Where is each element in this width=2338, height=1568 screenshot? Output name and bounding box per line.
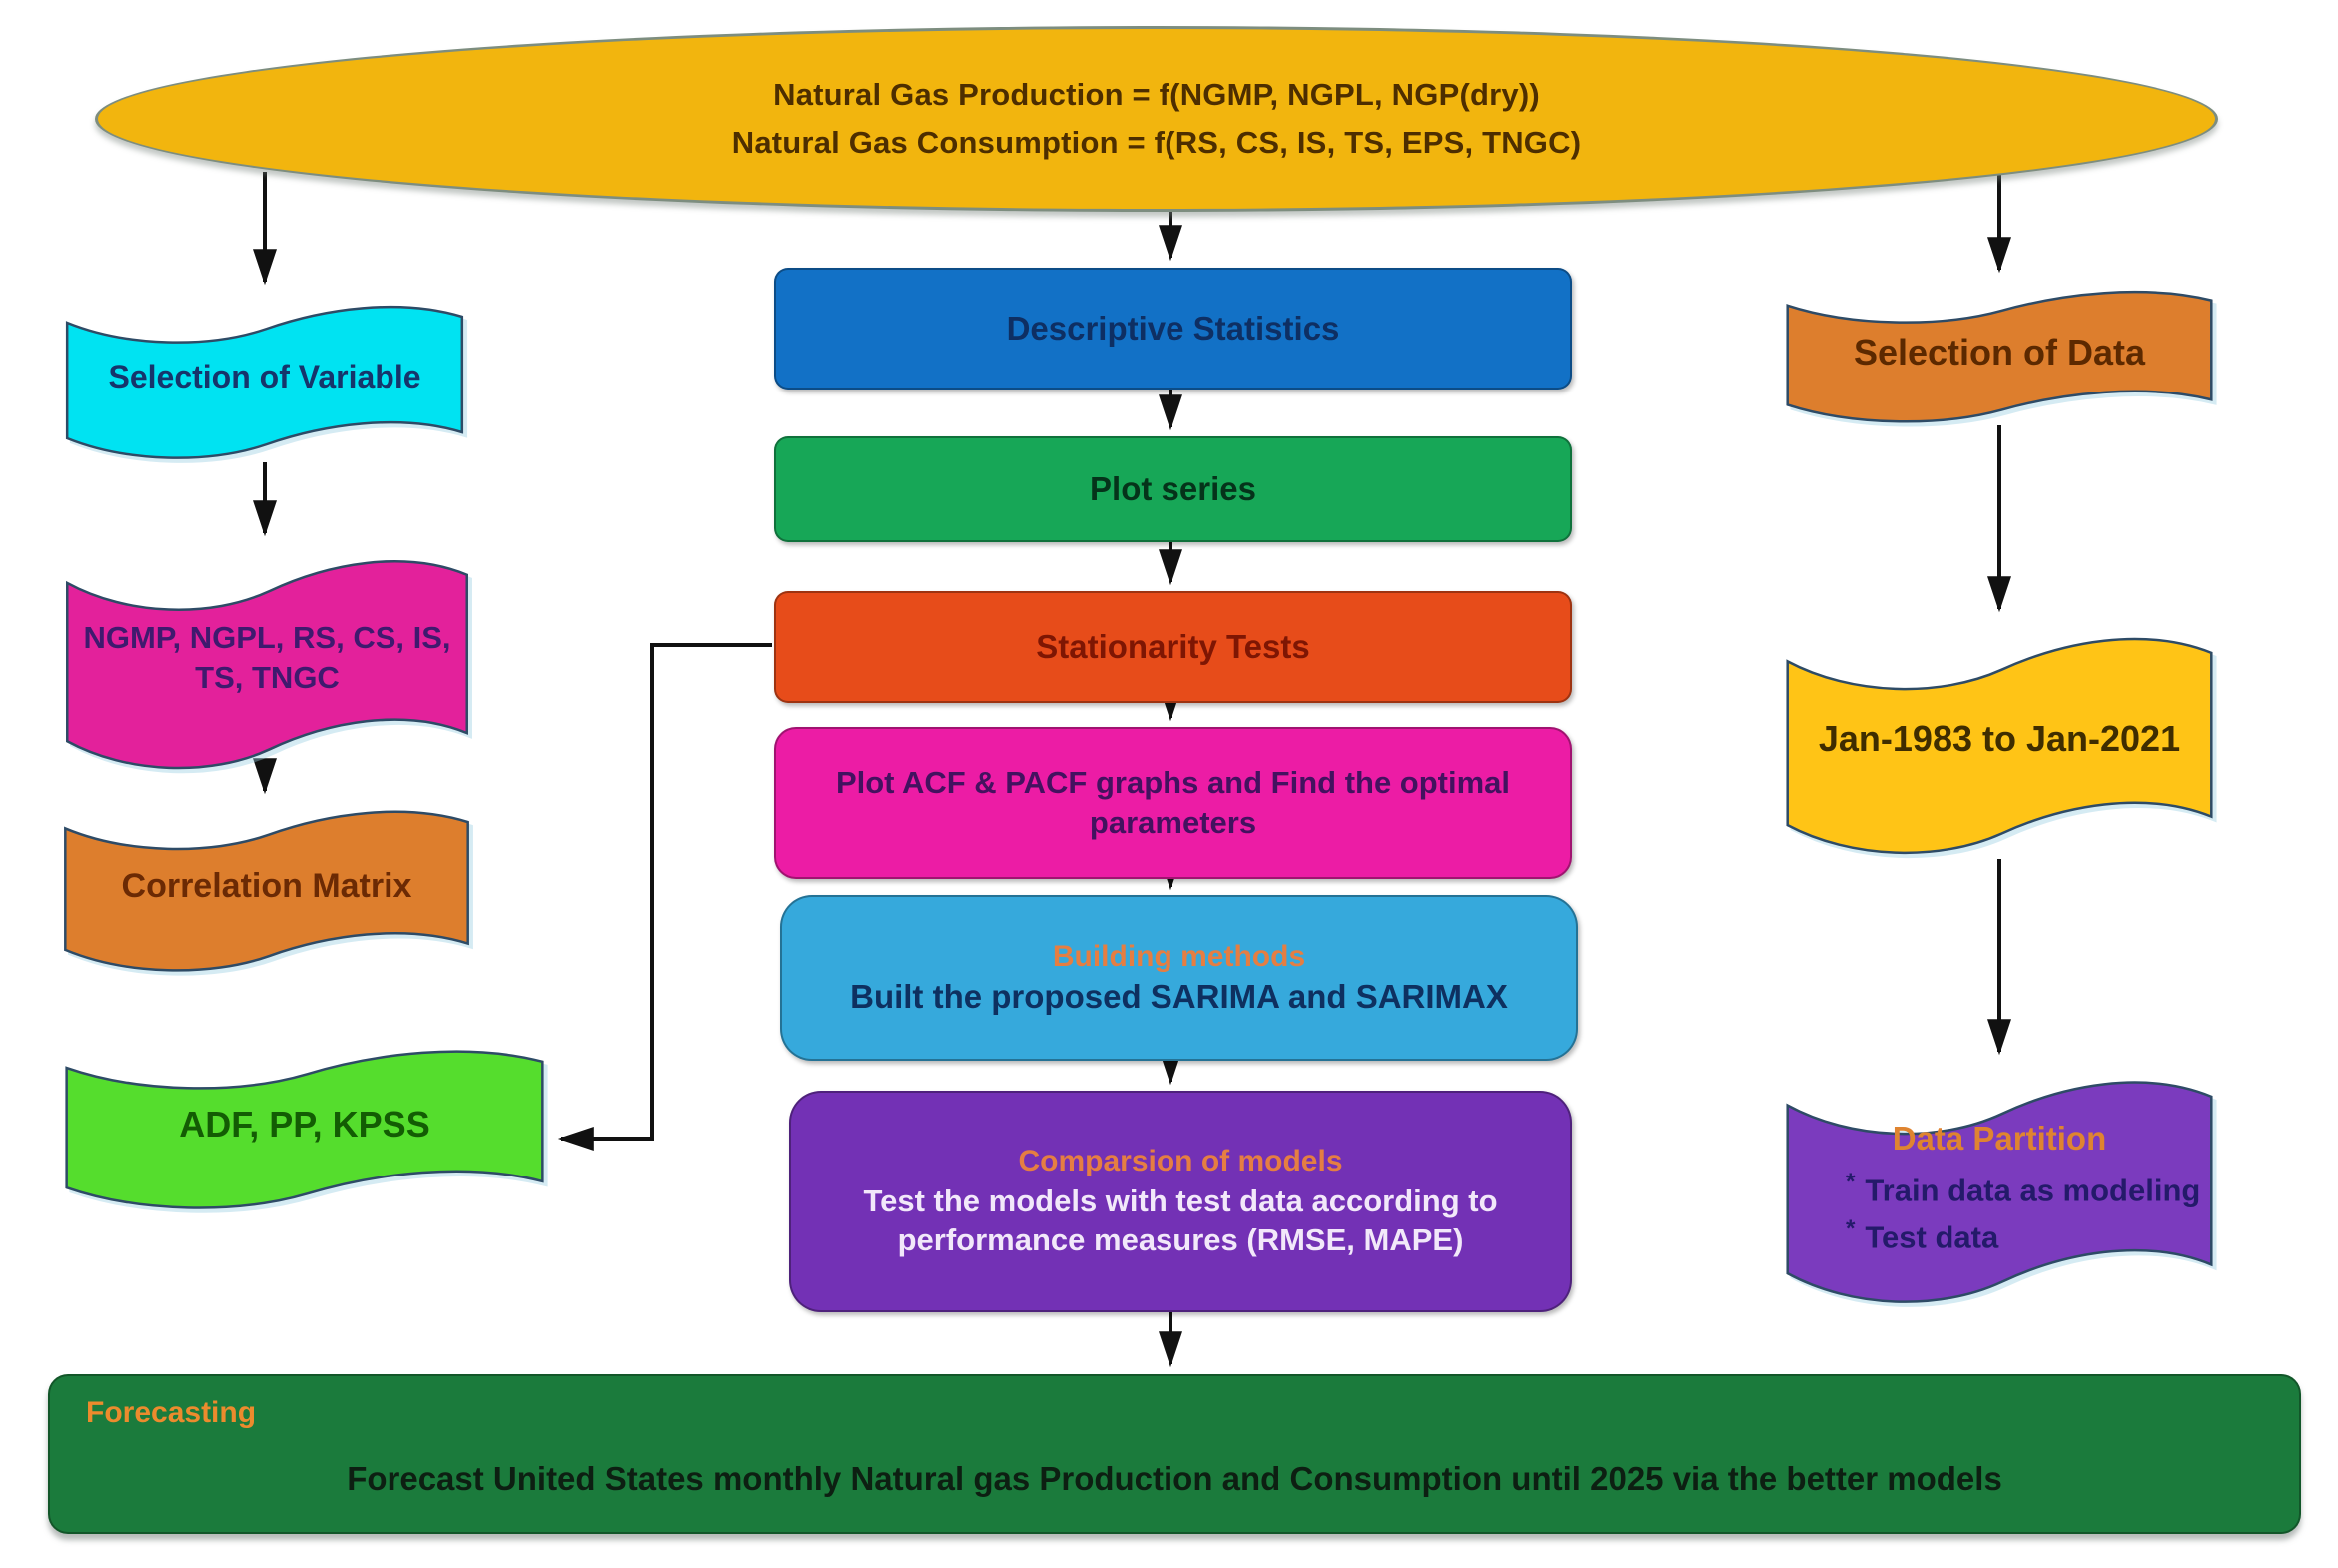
ellipse-line-consumption: Natural Gas Consumption = f(RS, CS, IS, … xyxy=(731,125,1582,160)
wave-shape xyxy=(1788,292,2212,421)
flag-label: Selection of Variable xyxy=(60,293,469,462)
train-data-text: Train data as modeling xyxy=(1865,1173,2201,1208)
wave-shape xyxy=(67,307,462,457)
wave-shape xyxy=(67,1052,543,1208)
flag-label: Selection of Data xyxy=(1780,280,2219,425)
flag-label: ADF, PP, KPSS xyxy=(58,1037,551,1212)
title-ellipse: Natural Gas Production = f(NGMP, NGPL, N… xyxy=(95,26,2218,212)
building-methods-heading: Building methods xyxy=(1052,939,1306,973)
box-plot-series: Plot series xyxy=(774,436,1572,542)
wave-shape xyxy=(1788,1083,2212,1302)
connector-stationarity-to-adf xyxy=(557,643,772,1151)
wave-shape xyxy=(65,812,467,971)
acf-line1: Plot ACF & PACF graphs and Find the opti… xyxy=(835,765,1511,801)
acf-line2: parameters xyxy=(1089,805,1257,840)
flag-label: NGMP, NGPL, RS, CS, IS, TS, TNGC xyxy=(60,542,474,774)
flag-date-range: Jan-1983 to Jan-2021 xyxy=(1780,619,2219,859)
box-building-methods: Building methods Built the proposed SARI… xyxy=(780,895,1578,1061)
flag-label: Jan-1983 to Jan-2021 xyxy=(1780,619,2219,859)
selection-variable-text: Selection of Variable xyxy=(108,359,421,395)
adf-pp-kpss-text: ADF, PP, KPSS xyxy=(179,1103,430,1145)
test-data-text: Test data xyxy=(1865,1219,1999,1255)
flag-selection-of-variable: Selection of Variable xyxy=(60,293,469,462)
comparison-heading: Comparsion of models xyxy=(1018,1145,1343,1178)
building-methods-body: Built the proposed SARIMA and SARIMAX xyxy=(850,978,1508,1016)
data-partition-content: Data Partition * Train data as modeling *… xyxy=(1780,1062,2219,1308)
bullet-icon: * xyxy=(1846,1214,1856,1242)
plot-series-text: Plot series xyxy=(1090,469,1256,507)
flag-label: Correlation Matrix xyxy=(58,797,475,975)
bullet-icon: * xyxy=(1846,1169,1856,1195)
comparison-line1: Test the models with test data according… xyxy=(863,1182,1498,1218)
box-descriptive-statistics: Descriptive Statistics xyxy=(774,268,1572,390)
box-acf-pacf: Plot ACF & PACF graphs and Find the opti… xyxy=(774,727,1572,879)
wave-shape xyxy=(67,561,466,768)
box-stationarity-tests: Stationarity Tests xyxy=(774,591,1572,703)
stationarity-tests-text: Stationarity Tests xyxy=(1036,627,1310,665)
ellipse-line-production: Natural Gas Production = f(NGMP, NGPL, N… xyxy=(773,77,1540,112)
forecasting-bar: Forecasting Forecast United States month… xyxy=(48,1374,2301,1534)
flag-correlation-matrix: Correlation Matrix xyxy=(58,797,475,975)
forecasting-heading: Forecasting xyxy=(86,1396,257,1429)
flag-data-partition: Data Partition * Train data as modeling *… xyxy=(1780,1062,2219,1308)
descriptive-statistics-text: Descriptive Statistics xyxy=(1006,309,1340,347)
flag-variables-list: NGMP, NGPL, RS, CS, IS, TS, TNGC xyxy=(60,542,474,774)
correlation-matrix-text: Correlation Matrix xyxy=(121,866,412,905)
forecasting-body: Forecast United States monthly Natural g… xyxy=(347,1460,2002,1497)
variables-line2: TS, TNGC xyxy=(195,660,340,695)
flag-adf-pp-kpss: ADF, PP, KPSS xyxy=(58,1037,551,1212)
variables-line1: NGMP, NGPL, RS, CS, IS, xyxy=(83,619,451,655)
wave-shape xyxy=(1788,639,2212,853)
date-range-text: Jan-1983 to Jan-2021 xyxy=(1818,717,2181,759)
flag-selection-of-data: Selection of Data xyxy=(1780,280,2219,425)
selection-data-text: Selection of Data xyxy=(1853,331,2146,373)
partition-item-train: * Train data as modeling xyxy=(1780,1166,2219,1212)
comparison-line2: performance measures (RMSE, MAPE) xyxy=(897,1222,1464,1258)
partition-item-test: * Test data xyxy=(1780,1212,2219,1259)
box-comparison-of-models: Comparsion of models Test the models wit… xyxy=(789,1091,1572,1312)
data-partition-heading: Data Partition xyxy=(1892,1120,2107,1157)
